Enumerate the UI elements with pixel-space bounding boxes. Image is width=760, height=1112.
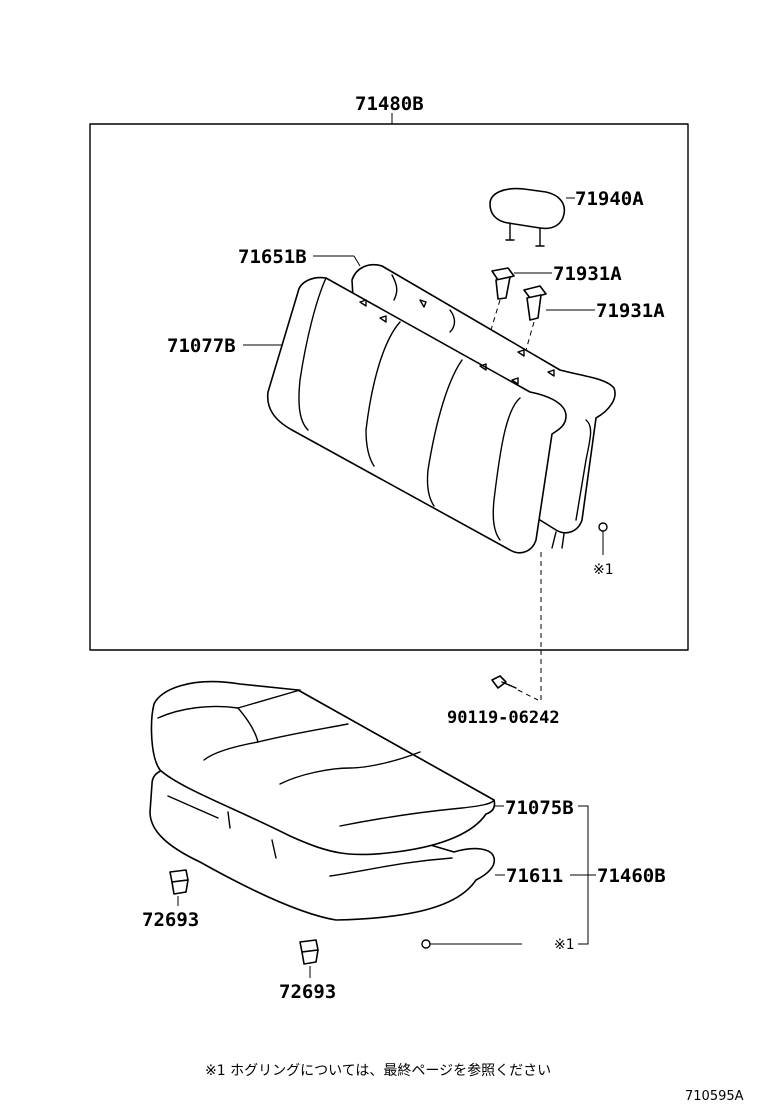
- bolt-icon: [491, 675, 539, 701]
- label-71480B: 71480B: [355, 93, 424, 115]
- label-71940A: 71940A: [575, 188, 644, 210]
- label-72693-2: 72693: [279, 981, 336, 1003]
- headrest-support-2: [523, 285, 547, 321]
- label-71075B: 71075B: [505, 797, 574, 819]
- hog-ring-icon: [598, 522, 608, 555]
- seatback-assy-frame: [89, 123, 689, 651]
- clip-icon-2: [299, 939, 319, 965]
- label-71460B: 71460B: [597, 865, 666, 887]
- footnote: ※1 ホグリングについては、最終ページを参照ください: [205, 1062, 551, 1079]
- hog-ring-icon: [421, 939, 522, 949]
- label-72693-1: 72693: [142, 909, 199, 931]
- clip-icon-1: [169, 869, 189, 895]
- label-71651B: 71651B: [238, 246, 307, 268]
- label-71931A-2: 71931A: [596, 300, 665, 322]
- diagram-ref: 710595A: [685, 1089, 744, 1104]
- label-71611: 71611: [506, 865, 563, 887]
- label-90119-06242: 90119-06242: [447, 708, 560, 728]
- headrest-shape: [489, 187, 566, 247]
- headrest-support-1: [491, 267, 515, 300]
- label-71931A-1: 71931A: [553, 263, 622, 285]
- hog-ring-marker-2: ※1: [554, 937, 575, 953]
- hog-ring-marker-1: ※1: [593, 562, 614, 578]
- cushion-cover-shape: [150, 680, 496, 856]
- seatback-cover-shape: [266, 276, 567, 554]
- label-71077B: 71077B: [167, 335, 236, 357]
